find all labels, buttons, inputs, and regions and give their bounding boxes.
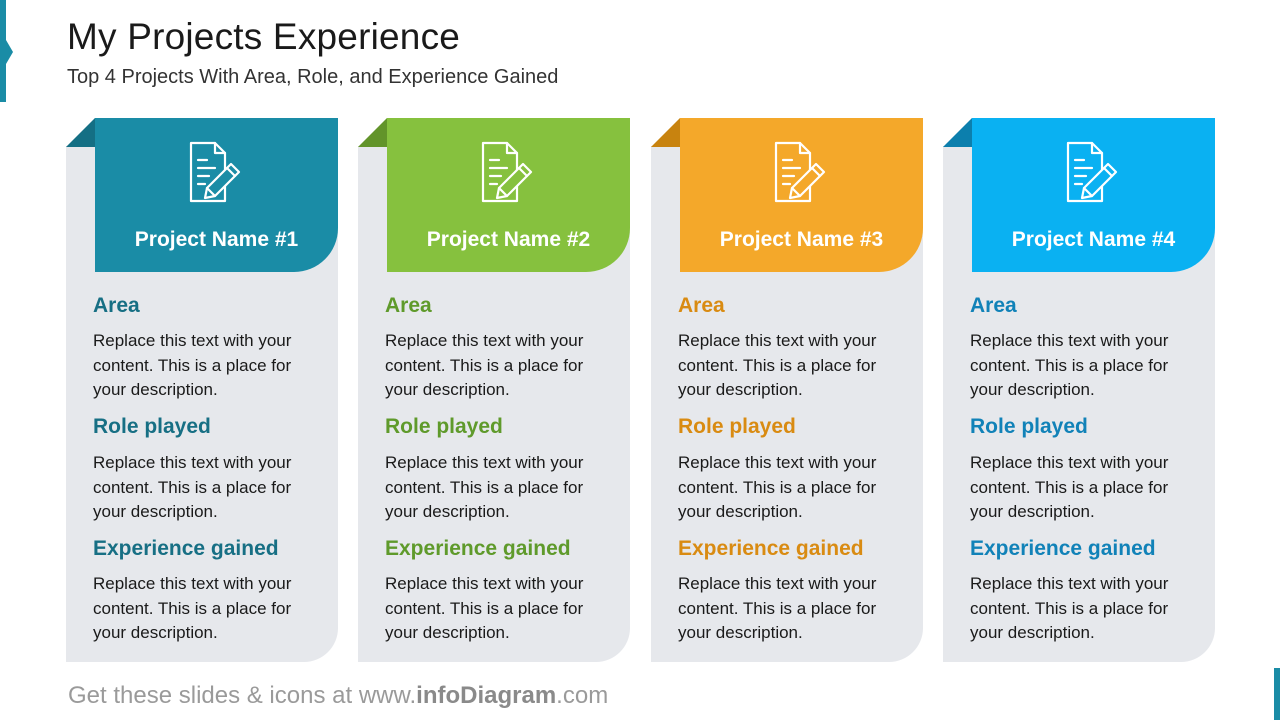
project-card-3: Project Name #3 Area Replace this text w… [651, 118, 923, 662]
card-fold [651, 118, 680, 147]
area-text: Replace this text with your content. Thi… [678, 331, 877, 399]
footer-credit: Get these slides & icons at www.infoDiag… [68, 682, 608, 710]
project-card-4: Project Name #4 Area Replace this text w… [943, 118, 1215, 662]
left-accent-bar [0, 0, 6, 102]
role-heading: Role played [385, 415, 503, 438]
card-header: Project Name #1 [95, 118, 338, 272]
experience-text: Replace this text with your content. Thi… [93, 574, 292, 642]
experience-text: Replace this text with your content. Thi… [970, 574, 1169, 642]
footer-brand[interactable]: infoDiagram [416, 682, 557, 709]
project-card-1: Project Name #1 Area Replace this text w… [66, 118, 338, 662]
experience-heading: Experience gained [93, 537, 279, 560]
footer-suffix: .com [556, 682, 609, 709]
area-heading: Area [93, 294, 140, 317]
card-header: Project Name #3 [680, 118, 923, 272]
area-text: Replace this text with your content. Thi… [970, 331, 1169, 399]
role-text: Replace this text with your content. Thi… [678, 453, 877, 521]
area-heading: Area [678, 294, 725, 317]
card-header: Project Name #4 [972, 118, 1215, 272]
experience-heading: Experience gained [385, 537, 571, 560]
document-pencil-icon [189, 141, 240, 203]
project-card-2: Project Name #2 Area Replace this text w… [358, 118, 630, 662]
role-heading: Role played [970, 415, 1088, 438]
role-text: Replace this text with your content. Thi… [970, 453, 1169, 521]
page-title: My Projects Experience [67, 16, 461, 57]
role-heading: Role played [678, 415, 796, 438]
document-pencil-icon [774, 141, 825, 203]
role-heading: Role played [93, 415, 211, 438]
area-text: Replace this text with your content. Thi… [93, 331, 292, 399]
card-fold [943, 118, 972, 147]
project-name: Project Name #3 [719, 228, 884, 251]
area-heading: Area [970, 294, 1017, 317]
project-name: Project Name #2 [426, 228, 591, 251]
left-accent-arrow [6, 40, 13, 64]
card-fold [66, 118, 95, 147]
experience-heading: Experience gained [678, 537, 864, 560]
card-header: Project Name #2 [387, 118, 630, 272]
area-heading: Area [385, 294, 432, 317]
project-name: Project Name #1 [134, 228, 299, 251]
document-pencil-icon [481, 141, 532, 203]
page-subtitle: Top 4 Projects With Area, Role, and Expe… [67, 66, 559, 88]
project-name: Project Name #4 [1011, 228, 1176, 251]
role-text: Replace this text with your content. Thi… [385, 453, 584, 521]
area-text: Replace this text with your content. Thi… [385, 331, 584, 399]
experience-text: Replace this text with your content. Thi… [385, 574, 584, 642]
role-text: Replace this text with your content. Thi… [93, 453, 292, 521]
experience-text: Replace this text with your content. Thi… [678, 574, 877, 642]
footer-prefix: Get these slides & icons at www. [68, 682, 417, 709]
document-pencil-icon [1066, 141, 1117, 203]
right-accent-bar [1274, 668, 1280, 720]
experience-heading: Experience gained [970, 537, 1156, 560]
card-fold [358, 118, 387, 147]
